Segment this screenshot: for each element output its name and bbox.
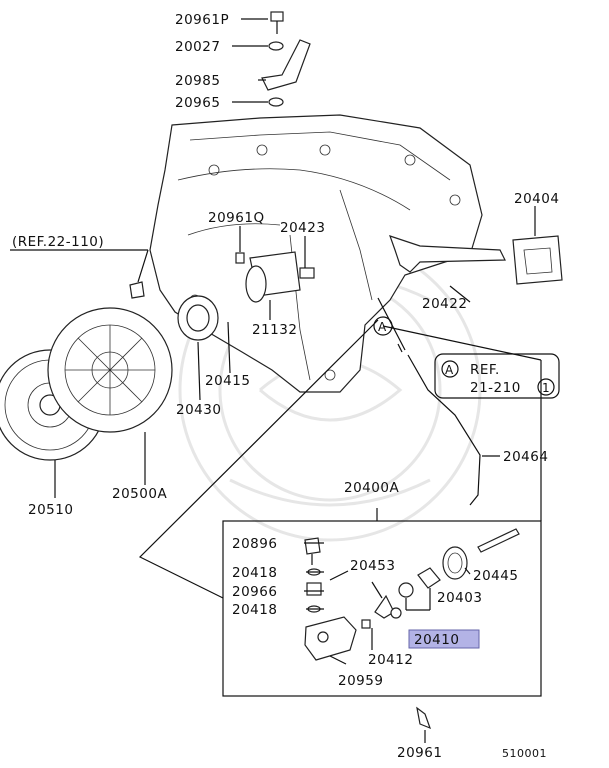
ref-box: A REF. 21-210 1 [434, 353, 560, 399]
label-20961Q: 20961Q [208, 210, 265, 226]
leader-lines [10, 18, 536, 743]
svg-text:A: A [445, 363, 454, 377]
washer-20027-icon [268, 41, 284, 51]
bolt-20961Q-icon [235, 252, 245, 264]
release-bearing-icon [177, 295, 219, 341]
svg-text:21-210: 21-210 [470, 380, 521, 396]
bolt-20961P-icon [270, 11, 284, 34]
label-20961P: 20961P [175, 12, 229, 28]
slave-cylinder-body-icon [304, 616, 357, 661]
label-20959: 20959 [338, 673, 383, 689]
svg-text:A: A [378, 320, 387, 334]
clutch-cover-icon [47, 307, 173, 433]
label-21132: 21132 [252, 322, 297, 338]
label-20415: 20415 [205, 373, 250, 389]
diagram-code: 510001 [502, 747, 547, 760]
ref-pin-icon [129, 281, 145, 299]
bracket-20985-icon [261, 39, 311, 91]
label-20403: 20403 [437, 590, 482, 606]
label-20965: 20965 [175, 95, 220, 111]
label-20985: 20985 [175, 73, 220, 89]
label-20404: 20404 [514, 191, 559, 207]
label-20500A: 20500A [112, 486, 167, 502]
pin-20423-icon [299, 267, 315, 279]
label-20430: 20430 [176, 402, 221, 418]
label-20400A: 20400A [344, 480, 399, 496]
clutch-tube-icon [377, 297, 481, 506]
label-ref-22-110: (REF.22-110) [12, 234, 104, 250]
label-20961: 20961 [397, 745, 442, 761]
label-20464: 20464 [503, 449, 548, 465]
label-20412: 20412 [368, 652, 413, 668]
guide-21132-icon [245, 251, 301, 303]
label-20418-top: 20418 [232, 565, 277, 581]
nut-20965-icon [268, 97, 284, 107]
bolt-20896-icon [304, 537, 321, 565]
label-20453: 20453 [350, 558, 395, 574]
label-20445: 20445 [473, 568, 518, 584]
spring-20403-icon [442, 546, 468, 580]
boot-20404-icon [512, 235, 563, 285]
label-20422: 20422 [422, 296, 467, 312]
piston-20403-icon [417, 567, 441, 589]
pushrod-20445-icon [477, 528, 520, 553]
label-20418-bottom: 20418 [232, 602, 277, 618]
seal-20410-icon [390, 582, 414, 619]
svg-text:1: 1 [542, 381, 550, 395]
highlight-20410[interactable] [408, 629, 480, 649]
bolt-20961-icon [416, 706, 432, 730]
label-20410: 20410 [414, 632, 459, 648]
release-fork-icon [389, 235, 506, 273]
fitting-20966-icon [306, 582, 322, 596]
label-20510: 20510 [28, 502, 73, 518]
slave-cylinder-group [138, 319, 542, 697]
label-20966: 20966 [232, 584, 277, 600]
bleeder-20412-icon [361, 619, 371, 629]
svg-text:REF.: REF. [470, 362, 500, 378]
label-20027: 20027 [175, 39, 220, 55]
label-20896: 20896 [232, 536, 277, 552]
callout-a: A [373, 316, 393, 336]
label-20423: 20423 [280, 220, 325, 236]
